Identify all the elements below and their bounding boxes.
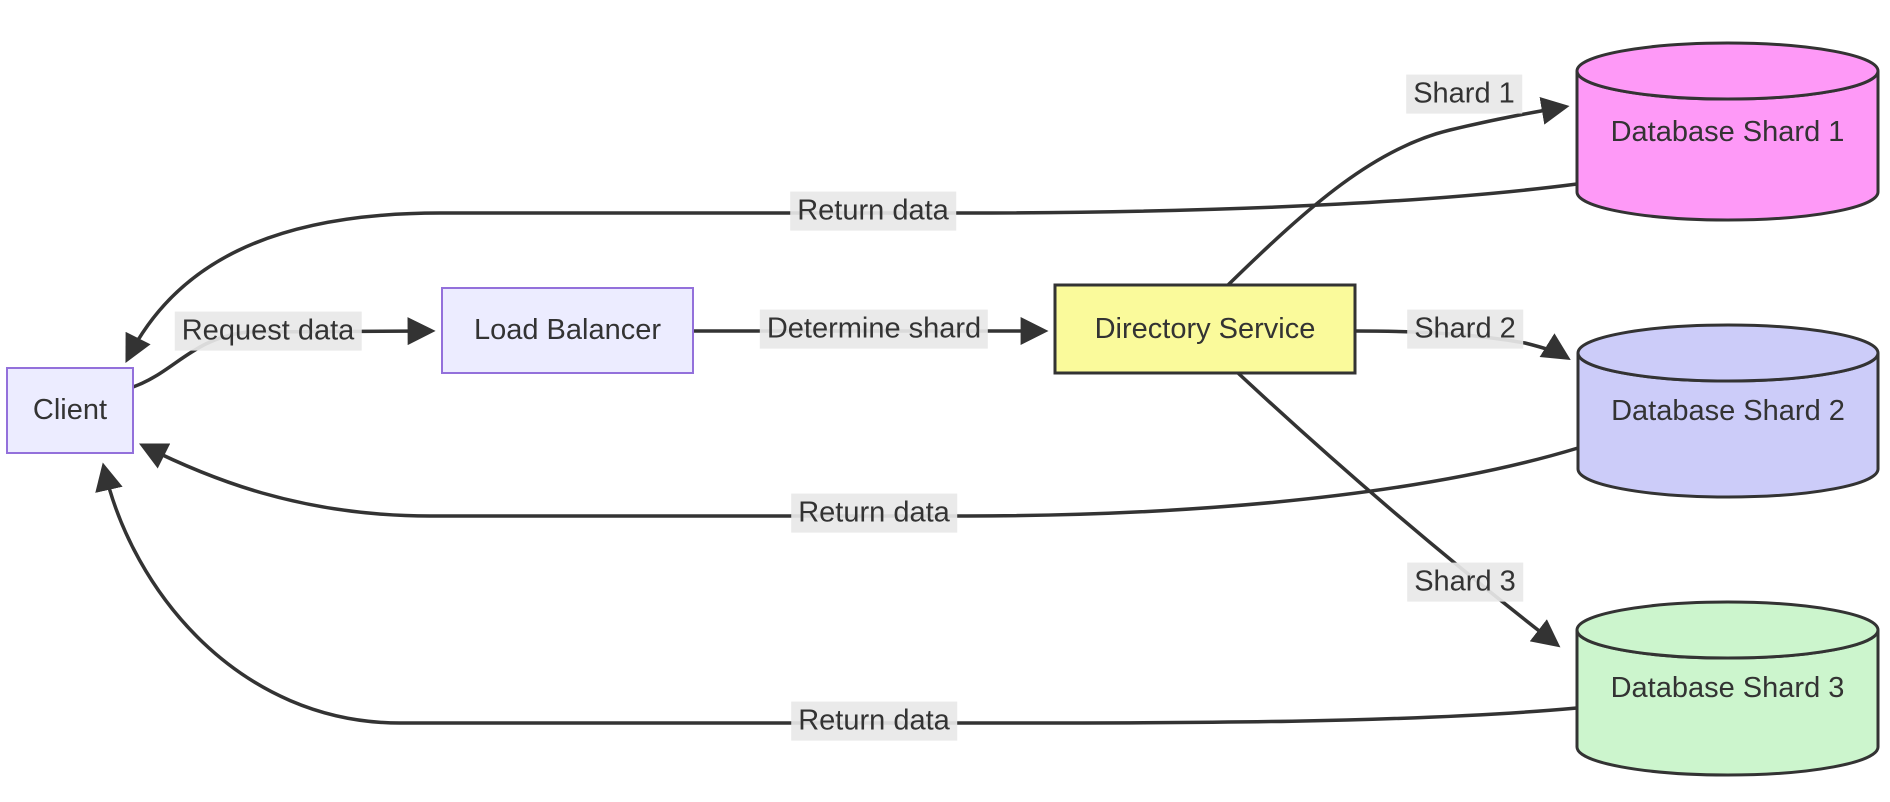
edge-label-return-data-1: Return data [790,191,956,231]
client-node [6,367,134,454]
edge-label-determine-shard: Determine shard [759,309,989,349]
edge-shard-3-to-client-return [95,462,1578,725]
edge-label-return-data-3: Return data [791,701,957,741]
edge-label-shard-1: Shard 1 [1406,74,1522,114]
edge-directory-service-to-shard-3 [1236,371,1561,648]
edge-directory-service-to-shard-1 [1226,97,1570,287]
edge-label-shard-2: Shard 2 [1407,309,1523,349]
database-shard-2-top [1576,323,1880,383]
edge-shard-1-to-client-return [125,182,1578,363]
database-shard-1-node [1575,41,1880,222]
database-shard-3-node [1575,600,1880,777]
edge-shard-2-to-client-return [138,443,1579,518]
edge-label-return-data-2: Return data [791,493,957,533]
database-shard-1-top [1575,41,1880,101]
directory-service-node [1053,283,1357,375]
edge-label-shard-3: Shard 3 [1407,562,1523,602]
load-balancer-node [441,287,694,374]
database-shard-3-top [1575,600,1880,660]
database-shard-2-node [1576,323,1880,499]
edge-label-request-data: Request data [174,311,362,351]
